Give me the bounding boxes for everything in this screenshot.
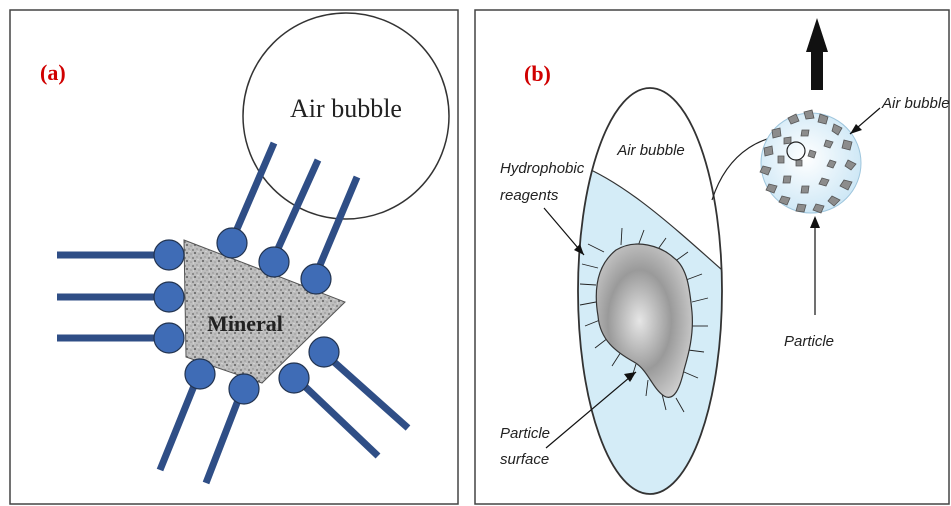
panel-a-diagram: (a) Air bubble Mineral <box>0 0 462 506</box>
reagent-head <box>309 337 339 367</box>
hydrophobic-label-line2: reagents <box>500 187 559 204</box>
attached-particle <box>784 137 791 144</box>
attached-particle <box>801 186 809 193</box>
reagent-head <box>259 247 289 277</box>
reagent-head <box>154 240 184 270</box>
particle-arrowhead <box>810 216 820 228</box>
attached-particle <box>804 110 814 119</box>
attached-particle <box>796 204 806 212</box>
particle-surface-line1: Particle <box>500 425 550 442</box>
panel-a-label: (a) <box>40 60 66 85</box>
particle-surface-line2: surface <box>500 451 549 468</box>
attached-particle <box>801 130 809 136</box>
panel-b: (b) <box>466 0 951 506</box>
small-air-bubble <box>761 113 861 213</box>
upward-arrow-shaft <box>811 50 823 90</box>
attached-particle <box>808 150 816 158</box>
attached-particle <box>764 146 773 156</box>
attached-particle <box>772 128 781 138</box>
air-bubble-label: Air bubble <box>290 94 402 123</box>
attached-particle <box>842 140 852 150</box>
reagent-head <box>217 228 247 258</box>
particle-label: Particle <box>784 333 834 350</box>
attached-particle <box>778 156 784 163</box>
reagent-head <box>301 264 331 294</box>
panel-a: (a) Air bubble Mineral <box>0 0 462 506</box>
reagent-head <box>154 282 184 312</box>
panel-b-label: (b) <box>524 61 551 86</box>
upward-arrowhead <box>806 18 828 52</box>
attached-particle <box>783 176 791 183</box>
mineral-label: Mineral <box>207 311 283 336</box>
reagent-head <box>154 323 184 353</box>
right-bubble-label: Air bubble <box>881 95 950 112</box>
hydrophobic-label-line1: Hydrophobic <box>500 160 585 177</box>
bubble-label: Air bubble <box>616 142 685 159</box>
reagent-tail <box>160 376 198 470</box>
attached-particle <box>796 160 802 166</box>
reagent-tail <box>206 390 242 483</box>
reagent-head <box>185 359 215 389</box>
panel-b-diagram: (b) <box>466 0 951 506</box>
reagent-head <box>229 374 259 404</box>
reagent-head <box>279 363 309 393</box>
